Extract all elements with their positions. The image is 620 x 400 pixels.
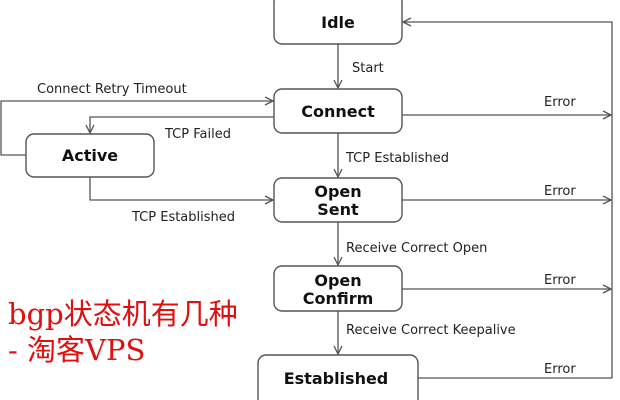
state-connect-label: Connect	[301, 102, 375, 121]
label-connect-retry-timeout: Connect Retry Timeout	[37, 82, 187, 97]
state-established-label: Established	[284, 369, 389, 388]
arrow-error-idle	[403, 22, 613, 378]
arrow-connect-active	[90, 116, 274, 133]
label-tcp-failed: TCP Failed	[164, 127, 231, 142]
label-tcp-established-connect: TCP Established	[345, 151, 449, 166]
state-connect: Connect	[273, 88, 403, 134]
label-error-openconfirm: Error	[544, 273, 576, 288]
state-open-sent-label-1: Open	[314, 182, 361, 201]
state-open-confirm: Open Confirm	[273, 265, 403, 312]
arrow-active-connect	[0, 101, 273, 156]
connectors	[0, 22, 613, 379]
state-established: Established	[257, 354, 419, 400]
watermark: bgp状态机有几种 - 淘客VPS	[8, 297, 238, 367]
state-active: Active	[25, 133, 155, 178]
state-open-sent-label-2: Sent	[317, 200, 359, 219]
label-tcp-established-active: TCP Established	[131, 210, 235, 225]
label-error-opensent: Error	[544, 184, 576, 199]
label-error-connect: Error	[544, 95, 576, 110]
label-error-established: Error	[544, 362, 576, 377]
state-open-confirm-label-1: Open	[314, 271, 361, 290]
label-receive-correct-keepalive: Receive Correct Keepalive	[346, 323, 516, 338]
arrow-active-opensent	[89, 177, 273, 200]
state-open-confirm-label-2: Confirm	[303, 289, 374, 308]
state-idle-label: Idle	[321, 13, 355, 32]
label-start: Start	[352, 61, 384, 76]
state-active-label: Active	[62, 146, 118, 165]
state-idle: Idle	[273, 0, 403, 45]
state-open-sent: Open Sent	[273, 177, 403, 223]
label-receive-correct-open: Receive Correct Open	[346, 241, 487, 256]
